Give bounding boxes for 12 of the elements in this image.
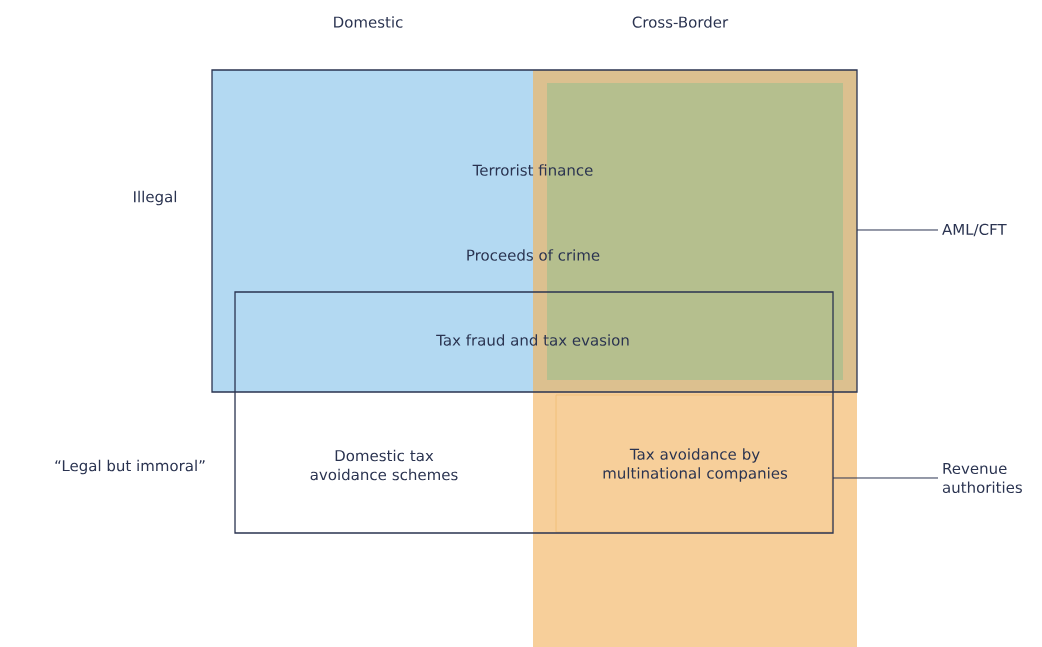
- axis-label: Cross-Border: [632, 16, 729, 28]
- region-text: Domestic tax avoidance schemes: [310, 449, 458, 481]
- axis-label: Illegal: [134, 190, 177, 206]
- region-text: Terrorist finance: [472, 164, 593, 176]
- leader-line: [856, 229, 939, 231]
- leader-line: [832, 477, 939, 479]
- axis-label: “Legal but immoral”: [55, 459, 205, 475]
- side-label: AML/CFT: [942, 223, 1007, 237]
- region-text: Tax avoidance by multinational companies: [603, 448, 788, 482]
- side-label: Revenue authorities: [942, 462, 1022, 494]
- axis-label: Domestic: [334, 16, 403, 28]
- region-text: Proceeds of crime: [467, 249, 600, 261]
